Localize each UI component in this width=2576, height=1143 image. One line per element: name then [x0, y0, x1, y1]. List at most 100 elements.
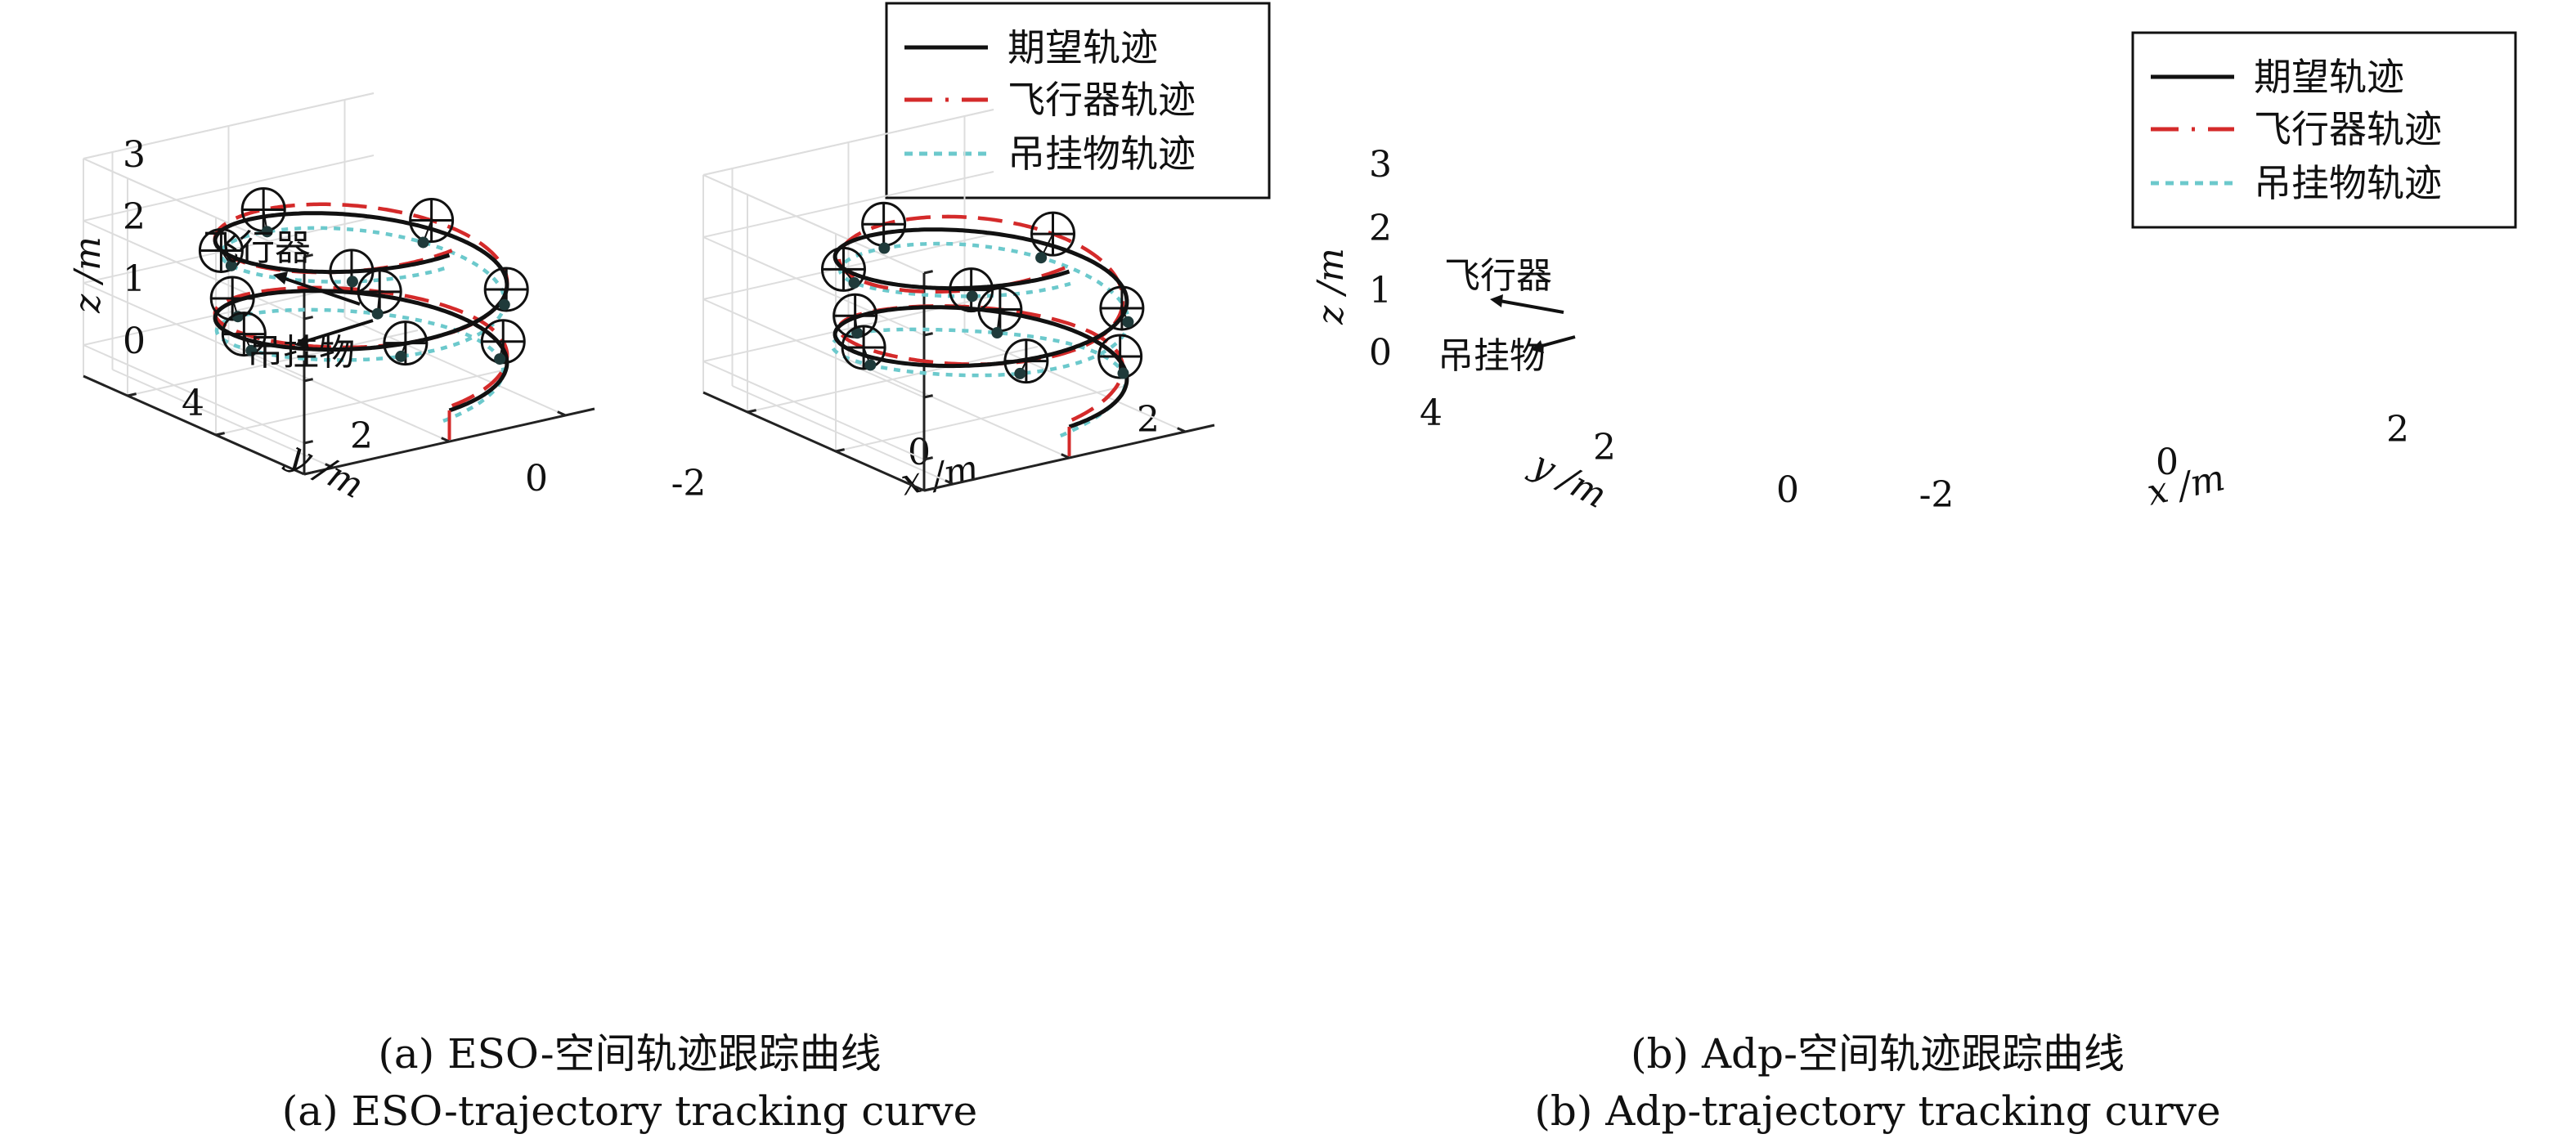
z-label-a: z /m	[67, 236, 109, 314]
y-tick-b-2: 2	[1593, 427, 1616, 468]
y-tickmark-b-0	[923, 487, 933, 492]
z-tickmark-a-1	[303, 378, 313, 383]
x-tickmark-a-0	[325, 463, 334, 469]
z-tick-a-3: 3	[123, 134, 146, 176]
arrowhead-payload-b	[1531, 340, 1544, 353]
legend-box-a	[885, 2, 1271, 199]
grid-back-z-b-2	[702, 171, 994, 238]
z-tick-b-0: 0	[1369, 332, 1392, 374]
z-tickmark-b-0	[923, 456, 933, 461]
grid-floor-y-a-1	[215, 369, 507, 436]
grid-left-z-b-1	[702, 298, 925, 398]
payload-marker-b-7	[1035, 252, 1048, 264]
y-tick-b-0: 0	[1776, 469, 1799, 511]
box-top-left-b	[702, 174, 925, 274]
y-tickmark-a-2	[127, 392, 137, 397]
grid-floor-x-b-1	[848, 359, 1070, 459]
arrow-aircraft-b	[1499, 299, 1564, 314]
box-top-back-a	[83, 92, 375, 159]
y-tickmark-a-1	[215, 432, 225, 437]
grid-left-z-a-0	[83, 344, 305, 444]
legend-label-aircraft-b: 飞行器轨迹	[2254, 107, 2442, 151]
grid-floor-x-a-0	[112, 369, 334, 468]
payload-marker-b-2	[991, 327, 1003, 339]
x-tick-b-0: 0	[2156, 442, 2179, 483]
grid-floor-x-b-0	[732, 385, 954, 485]
arrowhead-payload-a	[294, 335, 309, 348]
x-tickmark-b-0	[945, 479, 954, 486]
y-axis-line-b	[702, 391, 925, 492]
y-tick-a-4: 4	[182, 383, 204, 424]
y-tick-a-2: 2	[350, 415, 373, 457]
y-tickmark-b-2	[747, 409, 756, 414]
z-tickmark-b-3	[923, 270, 933, 275]
x-tick-a-2: 2	[1137, 399, 1160, 441]
caption-cn-a: (a) ESO-空间轨迹跟踪曲线	[378, 1030, 881, 1078]
markers-b	[820, 201, 1145, 384]
payload-marker-b-4	[864, 359, 877, 371]
z-tickmark-a-3	[303, 253, 313, 258]
panel-a: 0 1 2 3 4 2 0 -2 0 2 z /m y /m x /m 飞行器 …	[67, 2, 1271, 1135]
grid-floor-y-b-2	[747, 346, 1039, 413]
grid-floor-x-a-2	[344, 316, 566, 416]
legend-label-payload-a: 吊挂物轨迹	[1008, 132, 1196, 176]
payload-marker-a-10	[346, 276, 358, 288]
z-tick-b-3: 3	[1369, 144, 1392, 186]
payload-marker-a-6	[498, 298, 510, 311]
y-tickmark-a-0	[303, 471, 313, 476]
markers-a	[198, 186, 529, 366]
curve-payload-a	[214, 226, 507, 424]
legend-label-payload-b: 吊挂物轨迹	[2254, 161, 2442, 205]
x-tickmark-b-1	[1061, 453, 1070, 459]
y-axis-line-a	[83, 374, 305, 476]
arrow-aircraft-a	[282, 276, 361, 306]
grid-floor-y-a-2	[127, 329, 419, 397]
y-tick-b-4: 4	[1420, 392, 1443, 434]
z-tick-b-1: 1	[1369, 270, 1392, 312]
payload-marker-a-8	[261, 226, 273, 238]
arrowhead-aircraft-a	[273, 271, 288, 285]
panel-b: 0 1 2 3 4 2 0 -2 0 2 z /m y /m x /m 飞行器 …	[702, 31, 2517, 1135]
payload-marker-b-6	[1122, 316, 1134, 328]
legend-label-desired-b: 期望轨迹	[2254, 55, 2404, 99]
x-tick-a-m2: -2	[671, 463, 707, 504]
x-tick-b-2: 2	[2386, 409, 2409, 450]
payload-marker-b-9	[848, 276, 860, 289]
annotation-aircraft-a: 飞行器	[203, 227, 311, 269]
legend-label-aircraft-a: 飞行器轨迹	[1008, 78, 1196, 122]
z-tick-a-0: 0	[123, 320, 146, 362]
caption-en-b: (b) Adp-trajectory tracking curve	[1534, 1087, 2220, 1135]
payload-marker-a-5	[395, 350, 407, 362]
payload-marker-a-7	[417, 236, 429, 249]
payload-marker-a-4	[245, 344, 258, 356]
legend-b: 期望轨迹 飞行器轨迹 吊挂物轨迹	[2131, 31, 2517, 229]
caption-en-a: (a) ESO-trajectory tracking curve	[282, 1087, 977, 1135]
annotation-aircraft-b: 飞行器	[1444, 255, 1552, 297]
x-tick-b-m2: -2	[1919, 474, 1954, 516]
arrow-payload-a	[303, 319, 374, 343]
arrowhead-aircraft-b	[1490, 294, 1503, 307]
curves-a	[213, 202, 509, 440]
z-label-b: z /m	[1310, 248, 1352, 325]
payload-marker-a-2	[371, 307, 384, 320]
z-tick-b-2: 2	[1369, 208, 1392, 249]
x-tickmark-a-2	[557, 410, 567, 417]
legend-label-desired-a: 期望轨迹	[1008, 25, 1158, 69]
x-tickmark-a-1	[441, 437, 451, 443]
legend-a: 期望轨迹 飞行器轨迹 吊挂物轨迹	[885, 2, 1271, 199]
annotation-payload-b: 吊挂物	[1438, 335, 1546, 377]
z-tickmark-a-0	[303, 440, 313, 445]
grid-left-z-a-2	[83, 220, 305, 320]
z-tickmark-b-2	[923, 332, 933, 337]
grid-a	[83, 92, 595, 476]
box-top-back-b	[702, 109, 994, 176]
payload-marker-b-8	[878, 242, 891, 254]
y-tick-a-0: 0	[525, 458, 548, 500]
caption-cn-b: (b) Adp-空间轨迹跟踪曲线	[1631, 1030, 2125, 1078]
payload-marker-b-1	[1117, 367, 1129, 379]
annotation-payload-a: 吊挂物	[247, 332, 355, 374]
payload-marker-a-9	[225, 259, 237, 271]
arrow-payload-b	[1538, 335, 1576, 348]
curve-payload-b	[830, 241, 1130, 438]
grid-left-z-b-2	[702, 236, 925, 336]
